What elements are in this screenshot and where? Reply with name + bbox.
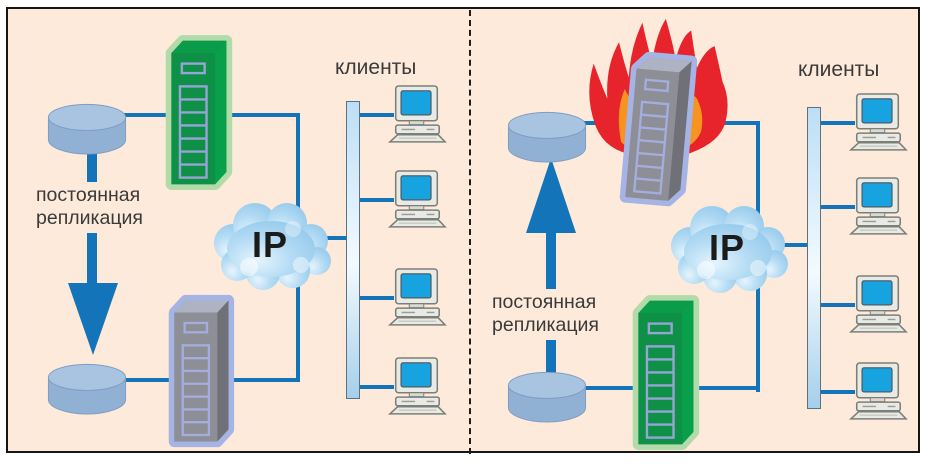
network-bus-bar: [807, 107, 821, 409]
failed-server-disk-icon: [506, 110, 588, 164]
replication-label-line2: репликация: [492, 314, 599, 336]
client-computer-icon: [845, 362, 911, 420]
replica-database-disk-icon: [46, 362, 128, 416]
cloud-to-bus-line: [318, 236, 350, 240]
client-computer-icon: [845, 177, 911, 235]
clients-label: клиенты: [335, 56, 417, 79]
client-link-line: [358, 113, 394, 117]
ip-cloud-icon: IP: [205, 195, 335, 293]
replication-label: постоянная репликация: [36, 184, 143, 230]
replication-label: постоянная репликация: [492, 291, 599, 337]
panel-divider: [469, 10, 471, 454]
ip-cloud-icon: IP: [662, 198, 792, 296]
ip-label: IP: [708, 227, 745, 268]
primary-database-disk-icon: [46, 102, 128, 156]
client-link-line: [358, 385, 394, 389]
primary-server-icon: [160, 34, 236, 192]
client-link-line: [819, 390, 855, 394]
replication-arrow-down-icon: [68, 283, 118, 355]
replication-arrow-up-icon: [526, 158, 576, 233]
standby-server-icon: [627, 294, 703, 452]
replication-label-line1: постоянная: [492, 291, 597, 313]
ip-label: IP: [251, 224, 288, 265]
client-computer-icon: [845, 93, 911, 151]
standby-database-disk-icon: [506, 370, 588, 424]
replication-arrow-shaft: [87, 152, 97, 182]
replication-arrow-shaft: [546, 231, 556, 289]
client-computer-icon: [384, 170, 450, 228]
client-link-line: [819, 303, 855, 307]
client-link-line: [819, 205, 855, 209]
client-computer-icon: [384, 85, 450, 143]
client-computer-icon: [384, 357, 450, 415]
network-bus-bar: [346, 101, 360, 399]
clients-label: клиенты: [798, 58, 880, 81]
replication-arrow-shaft: [87, 233, 97, 283]
replication-label-line1: постоянная: [36, 184, 141, 206]
cloud-to-bus-line: [780, 243, 811, 247]
client-computer-icon: [384, 268, 450, 326]
client-computer-icon: [845, 275, 911, 333]
replication-arrow-shaft: [546, 340, 556, 374]
client-link-line: [358, 198, 394, 202]
replication-label-line2: репликация: [36, 207, 143, 229]
failed-server-icon: [613, 49, 701, 210]
client-link-line: [819, 121, 855, 125]
client-link-line: [358, 296, 394, 300]
replica-server-icon: [163, 294, 238, 449]
